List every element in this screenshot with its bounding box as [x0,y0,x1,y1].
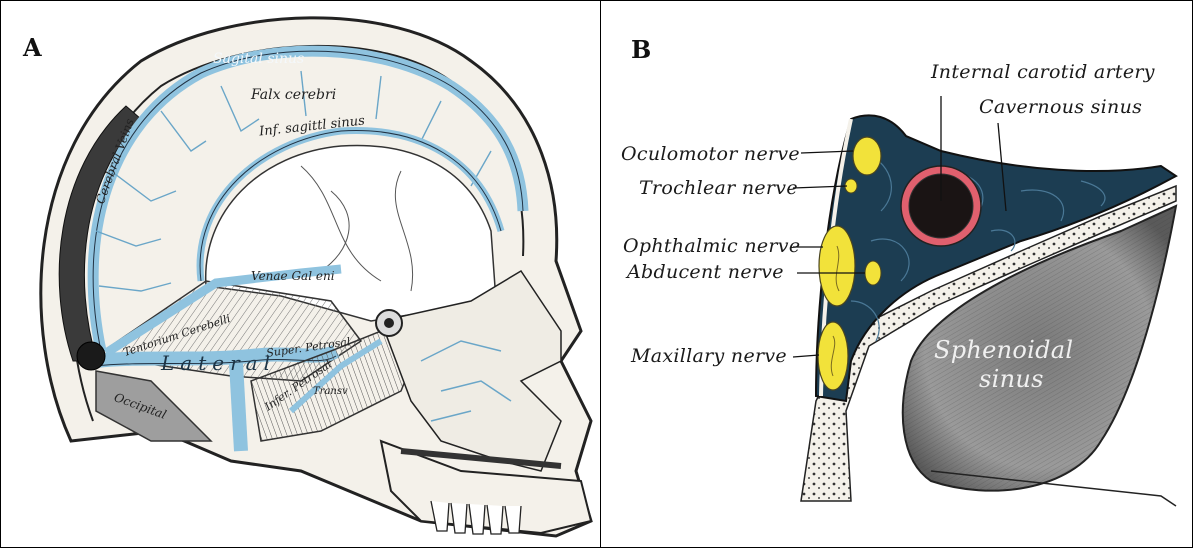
label-lateral: Lateral [161,351,276,375]
panel-b-letter: B [631,35,651,64]
label-sagittal-sinus: Sagital sinus [213,51,304,67]
label-abducent-nerve: Abducent nerve [627,261,784,283]
label-sphenoidal: Sphenoidal [934,336,1073,364]
label-oculomotor-nerve: Oculomotor nerve [621,143,800,165]
label-maxillary-nerve: Maxillary nerve [631,345,787,367]
panel-b-cavernous-sinus: B Internal carotid artery Cavernous sinu… [601,1,1192,547]
torcular-herophili [77,342,105,370]
label-cavernous-sinus: Cavernous sinus [979,96,1142,118]
label-transverse: Transv [313,386,348,397]
label-trochlear-nerve: Trochlear nerve [639,177,798,199]
ophthalmic-nerve [819,226,855,306]
label-sinus: sinus [979,365,1044,393]
abducent-nerve [865,261,881,285]
label-falx-cerebri: Falx cerebri [251,87,336,103]
label-internal-carotid-artery: Internal carotid artery [931,61,1155,83]
oculomotor-nerve [853,137,881,175]
label-ophthalmic-nerve: Ophthalmic nerve [623,235,800,257]
panel-a-skull-sagittal: A Sagital sinus Falx cerebri Inf. sagitt… [1,1,600,547]
label-venae-galeni: Venae Gal eni [251,269,335,283]
panel-a-letter: A [23,33,42,62]
sigmoid-sinus [236,363,241,451]
